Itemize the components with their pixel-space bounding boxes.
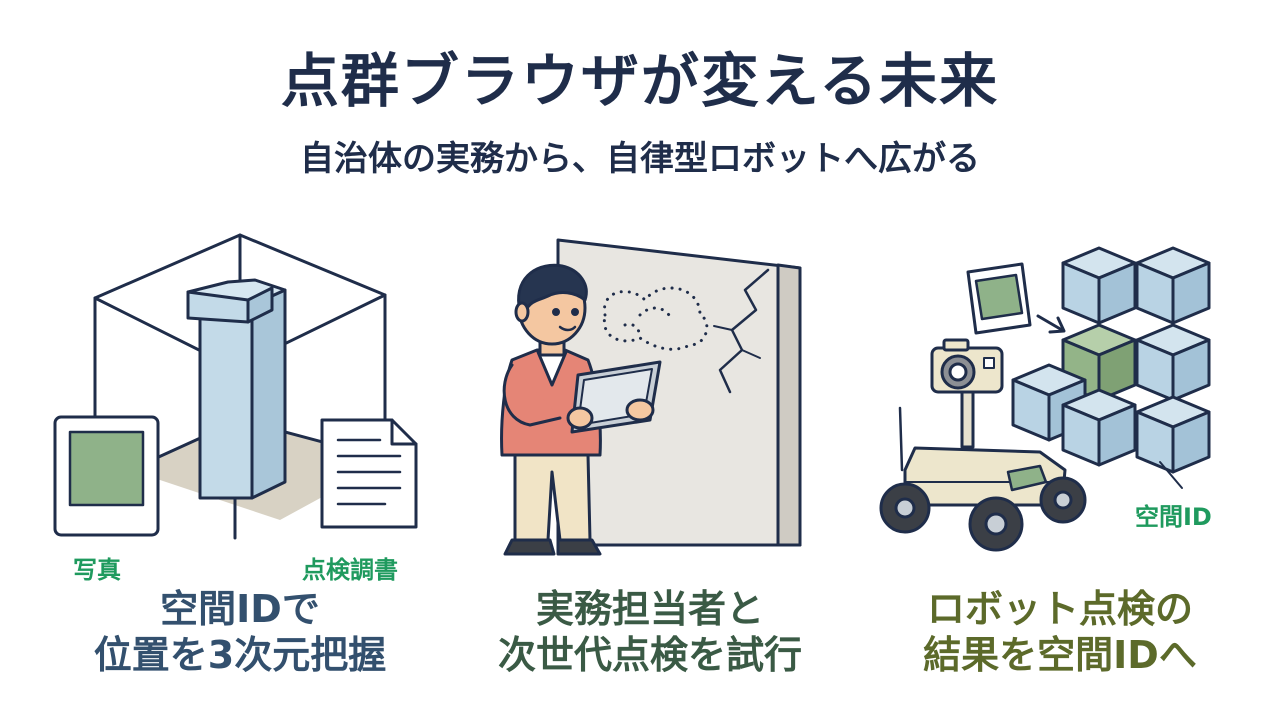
tablet-icon: [566, 360, 662, 434]
leader-line: [1159, 461, 1183, 489]
document-icon: [320, 418, 418, 529]
robot-rover-icon: [879, 383, 1087, 552]
photo-icon: [53, 415, 160, 537]
panel-1-caption: 空間IDで 位置を3次元把握: [93, 587, 387, 678]
space-id-label: 空間ID: [1135, 503, 1212, 531]
photo-label: 写真: [73, 556, 121, 584]
camera-icon: [930, 338, 1004, 394]
arrow-icon: [1036, 314, 1066, 334]
page-title: 点群ブラウザが変える未来: [280, 47, 1000, 115]
page-subtitle: 自治体の実務から、自律型ロボットへ広がる: [300, 139, 980, 179]
pillar-icon: [186, 278, 287, 500]
inspector-person-icon: [500, 263, 602, 556]
panel-2-caption: 実務担当者と 次世代点検を試行: [497, 587, 802, 678]
report-label: 点検調書: [302, 556, 398, 584]
photo-icon: [966, 262, 1032, 335]
voxel-cubes-icon: [1011, 246, 1211, 474]
panel-3-caption: ロボット点検の 結果を空間IDへ: [923, 587, 1197, 678]
cracked-wall-icon: [556, 238, 802, 547]
